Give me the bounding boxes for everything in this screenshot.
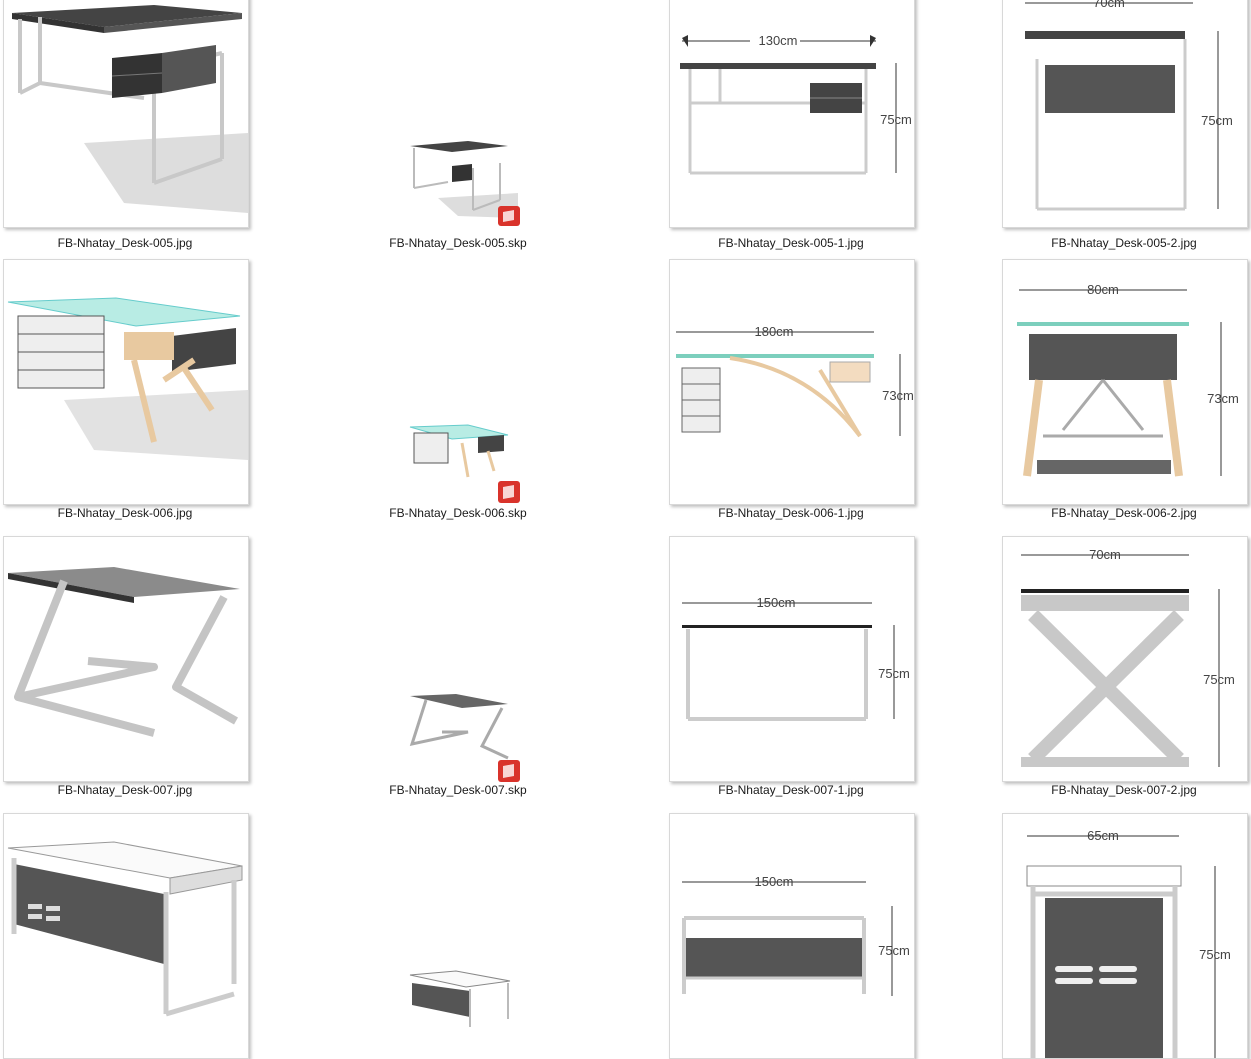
file-name: FB-Nhatay_Desk-006.skp xyxy=(389,506,527,520)
width-dimension: 70cm xyxy=(1089,547,1121,562)
thumbnail-desk-008-front: 150cm 75cm xyxy=(669,813,915,1059)
thumbnail-desk-006-front: 180cm 73cm xyxy=(669,259,915,505)
file-name: FB-Nhatay_Desk-007.skp xyxy=(389,783,527,797)
thumbnail-desk-008-side: 65cm 75cm xyxy=(1002,813,1248,1059)
file-name: FB-Nhatay_Desk-006.jpg xyxy=(57,506,193,520)
height-dimension: 75cm xyxy=(880,112,912,127)
thumbnail-desk-006-skp xyxy=(408,419,528,514)
thumbnail-desk-006-side: 80cm 73cm xyxy=(1002,259,1248,505)
thumbnail-desk-005-render xyxy=(3,0,249,228)
thumbnail-desk-007-skp xyxy=(408,692,528,791)
thumbnail-desk-008-render xyxy=(3,813,249,1059)
width-dimension: 180cm xyxy=(754,324,793,339)
width-dimension: 80cm xyxy=(1087,282,1119,297)
thumbnail-desk-005-side: 70cm 75cm xyxy=(1002,0,1248,228)
width-dimension: 70cm xyxy=(1093,0,1125,10)
file-name: FB-Nhatay_Desk-007-2.jpg xyxy=(1051,783,1197,797)
height-dimension: 75cm xyxy=(1201,113,1233,128)
thumbnail-desk-007-front: 150cm 75cm xyxy=(669,536,915,782)
height-dimension: 73cm xyxy=(882,388,914,403)
height-dimension: 73cm xyxy=(1207,391,1239,406)
height-dimension: 75cm xyxy=(878,666,910,681)
file-name: FB-Nhatay_Desk-006-1.jpg xyxy=(718,506,864,520)
file-name: FB-Nhatay_Desk-007.jpg xyxy=(57,783,193,797)
width-dimension: 150cm xyxy=(754,874,793,889)
file-name: FB-Nhatay_Desk-005.jpg xyxy=(57,236,193,250)
file-name: FB-Nhatay_Desk-005-1.jpg xyxy=(718,236,864,250)
file-name: FB-Nhatay_Desk-005.skp xyxy=(389,236,527,250)
file-name: FB-Nhatay_Desk-007-1.jpg xyxy=(718,783,864,797)
thumbnail-desk-007-render xyxy=(3,536,249,782)
thumbnail-desk-006-render xyxy=(3,259,249,505)
height-dimension: 75cm xyxy=(1203,672,1235,687)
file-name: FB-Nhatay_Desk-006-2.jpg xyxy=(1051,506,1197,520)
height-dimension: 75cm xyxy=(878,943,910,958)
width-dimension: 130cm xyxy=(758,33,797,48)
thumbnail-desk-007-side: 70cm 75cm xyxy=(1002,536,1248,782)
width-dimension: 65cm xyxy=(1087,828,1119,843)
thumbnail-desk-005-skp xyxy=(408,138,528,233)
thumbnail-desk-005-front: 130cm 75cm xyxy=(669,0,915,228)
file-grid: FB-Nhatay_Desk-005.jpg FB-Nhatay_Desk-00… xyxy=(3,0,1248,1059)
height-dimension: 75cm xyxy=(1199,947,1231,962)
file-name: FB-Nhatay_Desk-005-2.jpg xyxy=(1051,236,1197,250)
width-dimension: 150cm xyxy=(756,595,795,610)
thumbnail-desk-008-skp xyxy=(408,969,528,1034)
